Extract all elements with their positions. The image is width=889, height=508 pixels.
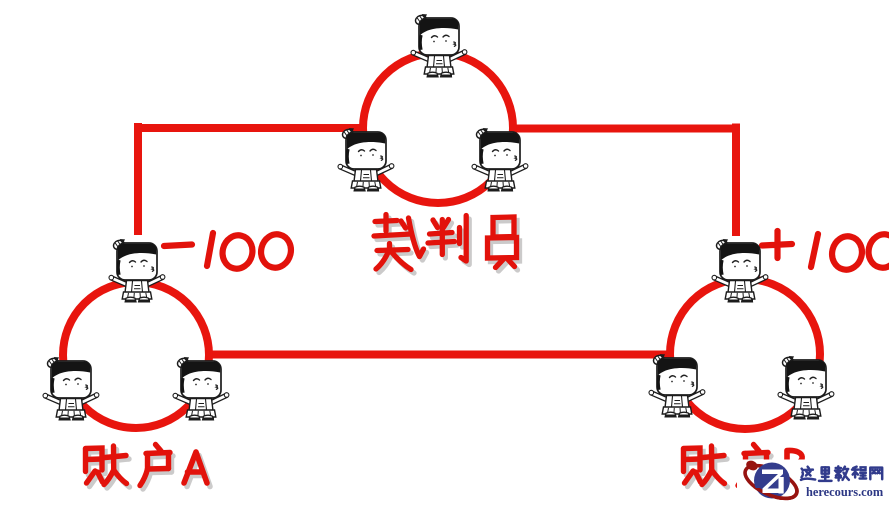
svg-text:herecours.com: herecours.com [806,485,884,499]
